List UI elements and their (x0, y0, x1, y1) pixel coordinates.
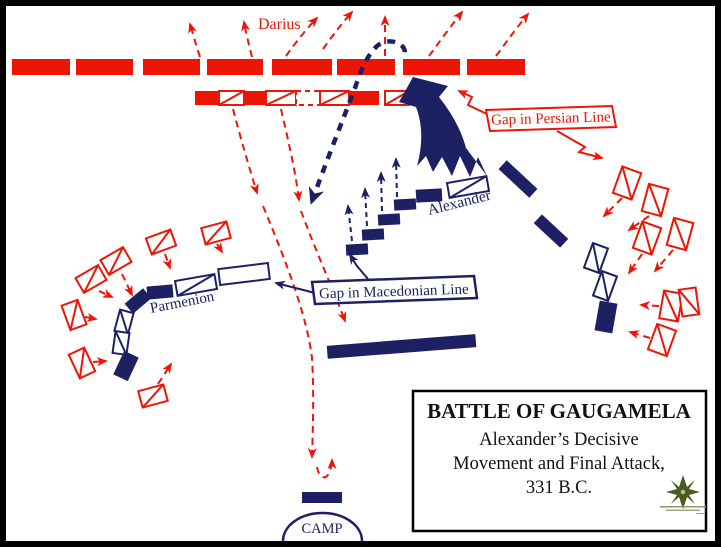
camp-guard-unit (302, 492, 342, 503)
gap-macedonian-label: Gap in Macedonian Line (319, 282, 469, 303)
persian-cavalry-unit (319, 90, 350, 106)
darius-label: Darius (258, 16, 301, 33)
macedonian-right-wing-column (498, 160, 619, 334)
persian-cavalry-unit (265, 90, 297, 106)
camp-label: CAMP (301, 521, 342, 537)
camp-raid-return-path (316, 458, 337, 479)
gap-persian-label-box (484, 104, 618, 133)
gap-macedonian-label-group: Gap in Macedonian Line (274, 253, 479, 306)
macedonian-echelon-phalanx (345, 188, 443, 256)
title-box: BATTLE OF GAUGAMELA Alexander’s Decisive… (411, 389, 708, 533)
publisher-watermark-lines (660, 506, 706, 514)
persian-cavalry-right-flank (602, 165, 701, 358)
persian-retreat-arrows (188, 10, 530, 58)
alexander-cavalry-unit (445, 174, 491, 200)
publisher-star-logo (666, 475, 700, 509)
map-subtitle-line1: Alexander’s Decisive (479, 430, 638, 450)
map-subtitle-line3: 331 B.C. (526, 478, 592, 498)
macedonian-advance-arrows (344, 157, 401, 242)
gap-persian-label: Gap in Persian Line (491, 109, 611, 128)
gap-macedonian-label-box (310, 274, 479, 306)
gap-persian-label-group: Gap in Persian Line (457, 90, 618, 161)
macedonian-refused-left-wing (111, 261, 271, 382)
macedonian-pursuit-path (308, 39, 408, 205)
persian-vacated-unit (295, 90, 321, 106)
persian-cavalry-left-flank (60, 220, 232, 409)
persian-cavalry-unit (218, 90, 245, 106)
persian-breakthrough-paths (232, 108, 347, 479)
macedonian-reserve-line (326, 334, 477, 359)
persian-front-line (12, 59, 525, 75)
persian-second-line (195, 90, 410, 106)
alexander-attack-wedge (399, 77, 487, 177)
map-title: BATTLE OF GAUGAMELA (427, 399, 692, 423)
camp-raid-path (262, 205, 317, 459)
camp-semicircle (281, 511, 364, 542)
map-subtitle-line2: Movement and Final Attack, (453, 454, 665, 474)
